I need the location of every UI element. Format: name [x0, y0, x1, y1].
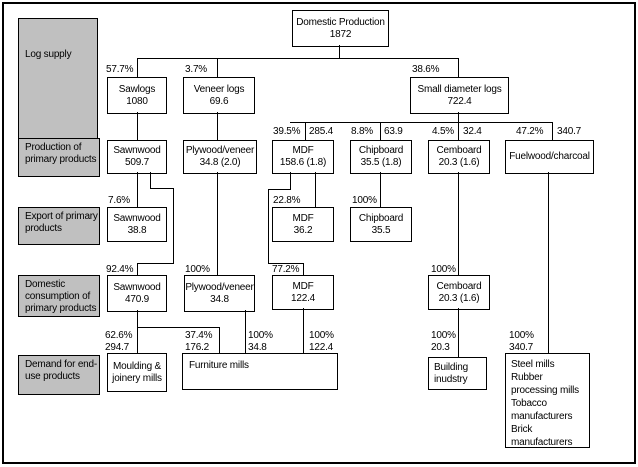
connector-line — [458, 59, 459, 77]
flow-pct-cemboard: 4.5% — [432, 126, 454, 137]
flow-pct-mdf: 39.5% — [273, 126, 301, 137]
flow-pct-domestic-mdf: 77.2% — [272, 264, 300, 275]
row-label-demand: Demand for end- use products — [18, 355, 100, 395]
flow-pct-domestic-cemboard: 100% — [431, 264, 456, 275]
flow-pct-export-chipboard: 100% — [352, 195, 377, 206]
flow-label-moulding: 62.6% 294.7 — [105, 330, 133, 353]
connector-line — [137, 310, 138, 353]
node-domestic-mdf: MDF 122.4 — [272, 275, 334, 310]
connector-line — [137, 172, 138, 207]
connector-line — [137, 264, 138, 275]
node-small-diameter-logs: Small diameter logs 722.4 — [410, 77, 509, 114]
row-label-log-supply: Log supply — [18, 18, 98, 144]
connector-line — [268, 263, 304, 264]
flow-amount-mdf: 285.4 — [309, 126, 334, 137]
connector-line — [150, 172, 151, 188]
node-production-cemboard: Cemboard 20.3 (1.6) — [428, 140, 490, 174]
flow-label-building: 100% 20.3 — [431, 330, 456, 353]
connector-line — [137, 58, 459, 59]
node-production-chipboard: Chipboard 35.5 (1.8) — [350, 140, 412, 174]
flow-pct-chipboard: 8.8% — [351, 126, 373, 137]
row-label-text: Log supply — [25, 49, 72, 60]
node-building-industry: Building inudstry — [428, 357, 487, 390]
row-label-production: Production of primary products — [18, 138, 100, 177]
connector-line — [305, 123, 306, 140]
node-domestic-production: Domestic Production 1872 — [292, 10, 389, 47]
connector-line — [137, 59, 138, 77]
list-item: Brick manufacturers — [511, 424, 573, 448]
flow-pct-small-logs: 38.6% — [412, 64, 440, 75]
flow-pct-domestic-plywood: 100% — [185, 264, 210, 275]
node-veneer-logs: Veneer logs 69.6 — [183, 77, 255, 114]
node-production-mdf: MDF 158.6 (1.8) — [272, 140, 334, 174]
list-item: Steel mills — [511, 359, 555, 370]
node-export-chipboard: Chipboard 35.5 — [350, 207, 412, 242]
connector-line — [245, 310, 246, 353]
flow-amount-chipboard: 63.9 — [384, 126, 403, 137]
connector-line — [380, 172, 381, 207]
flow-amount-cemboard: 32.4 — [463, 126, 482, 137]
connector-line — [458, 112, 459, 122]
connector-line — [458, 308, 459, 357]
connector-line — [268, 189, 269, 263]
row-label-domestic-consumption: Domestic consumption of primary products — [18, 275, 100, 317]
connector-line — [303, 264, 304, 275]
connector-line — [290, 172, 291, 189]
node-sawlogs: Sawlogs 1080 — [107, 77, 167, 114]
node-domestic-sawnwood: Sawnwood 470.9 — [107, 275, 167, 312]
node-domestic-cemboard: Cemboard 20.3 (1.6) — [428, 275, 490, 310]
flow-label-other: 100% 340.7 — [509, 330, 534, 353]
connector-line — [380, 123, 381, 140]
connector-line — [458, 172, 459, 275]
connector-line — [303, 308, 304, 353]
flow-pct-export-mdf: 22.8% — [273, 195, 301, 206]
connector-line — [173, 188, 174, 263]
node-export-sawnwood: Sawnwood 38.8 — [107, 207, 167, 242]
connector-line — [217, 112, 218, 140]
node-moulding-joinery-mills: Moulding & joinery mills — [107, 353, 167, 392]
flow-label-furniture-sawnwood: 37.4% 176.2 — [185, 330, 213, 353]
connector-line — [458, 123, 459, 140]
node-furniture-mills: Furniture mills — [182, 353, 338, 390]
node-production-fuelwood: Fuelwood/charcoal — [505, 140, 594, 174]
node-production-sawnwood: Sawnwood 509.7 — [107, 140, 167, 174]
flow-pct-domestic-sawnwood: 92.4% — [106, 264, 134, 275]
flow-pct-fuelwood: 47.2% — [516, 126, 544, 137]
connector-line — [339, 45, 340, 58]
node-production-plywood: Plywood/veneer 34.8 (2.0) — [183, 140, 257, 174]
flow-label-furniture-mdf: 100% 122.4 — [309, 330, 334, 353]
connector-line — [548, 172, 549, 353]
flow-pct-sawlogs: 57.7% — [106, 64, 134, 75]
row-label-export: Export of primary products — [18, 207, 100, 245]
connector-line — [217, 172, 218, 275]
node-export-mdf: MDF 36.2 — [272, 207, 334, 242]
connector-line — [137, 112, 138, 140]
connector-line — [290, 122, 553, 123]
flow-amount-fuelwood: 340.7 — [557, 126, 582, 137]
connector-line — [137, 263, 174, 264]
connector-line — [137, 327, 220, 328]
list-item: Rubber processing mills — [511, 372, 579, 396]
connector-line — [219, 327, 220, 353]
connector-line — [315, 172, 316, 207]
flow-pct-veneer: 3.7% — [185, 64, 207, 75]
node-domestic-plywood: Plywood/veneer 34.8 — [184, 275, 255, 312]
list-item: Tobacco manufacturers — [511, 398, 573, 422]
connector-line — [268, 189, 291, 190]
flow-pct-export-sawnwood: 7.6% — [108, 195, 130, 206]
connector-line — [150, 188, 174, 189]
flow-label-furniture-plywood: 100% 34.8 — [248, 330, 273, 353]
connector-line — [217, 59, 218, 77]
connector-line — [552, 123, 553, 140]
node-other-industries: Steel mills Rubber processing mills Toba… — [505, 353, 590, 448]
